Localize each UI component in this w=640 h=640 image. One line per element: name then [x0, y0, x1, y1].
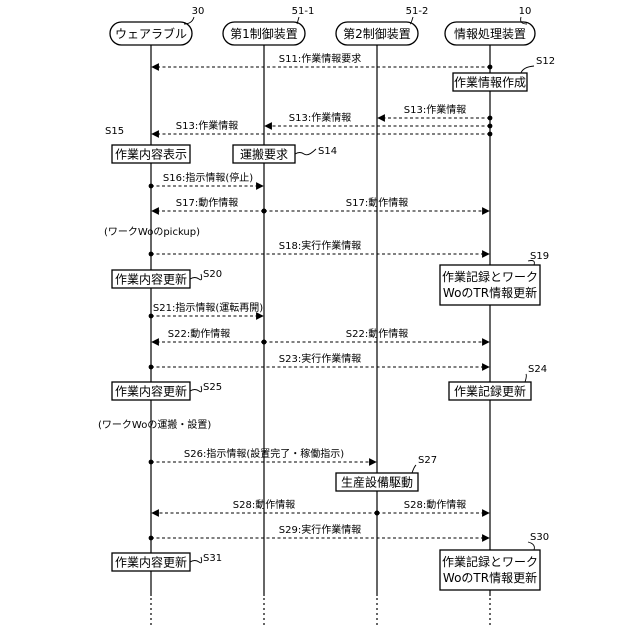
process-label: WoのTR情報更新 [443, 570, 537, 585]
process-label: 作業内容更新 [115, 272, 187, 287]
message-s17a: S17:動作情報 [152, 196, 266, 213]
step-leader [528, 542, 534, 550]
step-number: S31 [203, 553, 222, 564]
step-leader [525, 374, 526, 382]
step-number: S14 [318, 146, 337, 157]
process-label: 作業内容更新 [115, 384, 187, 399]
message-origin-dot [149, 365, 154, 370]
process-box-s19: 作業記録とワークWoのTR情報更新S19 [440, 251, 549, 305]
message-s22a: S22:動作情報 [152, 327, 266, 344]
step-number: S25 [203, 382, 222, 393]
message-label: S17:動作情報 [176, 196, 238, 209]
process-box-s14: 運搬要求 S14 [233, 145, 337, 163]
step-leader [190, 386, 202, 392]
lane-ref-number: 10 [519, 6, 532, 17]
message-label: S18:実行作業情報 [279, 239, 361, 252]
step-leader [295, 149, 316, 155]
message-origin-dot [149, 536, 154, 541]
message-label: S22:動作情報 [168, 327, 230, 340]
step-leader [190, 557, 202, 563]
message-origin-dot [149, 460, 154, 465]
step-leader [412, 465, 416, 473]
message-origin-dot [488, 116, 493, 121]
message-label: S13:作業情報 [404, 103, 466, 116]
message-s21: S21:指示情報(運転再開) [149, 301, 264, 318]
message-origin-dot [488, 132, 493, 137]
step-number: S15 [105, 126, 124, 137]
step-leader [521, 66, 534, 73]
message-label: S11:作業情報要求 [279, 52, 361, 65]
message-s17b: S17:動作情報 [262, 196, 489, 213]
step-leader [190, 274, 202, 280]
message-label: S28:動作情報 [404, 498, 466, 511]
message-label: S21:指示情報(運転再開) [153, 301, 263, 314]
message-label: S13:作業情報 [289, 111, 351, 124]
message-label: S13:作業情報 [176, 119, 238, 132]
message-s23: S23:実行作業情報 [149, 352, 489, 369]
message-origin-dot [488, 124, 493, 129]
message-origin-dot [149, 184, 154, 189]
message-s18: S18:実行作業情報 [149, 239, 489, 256]
message-s26: S26:指示情報(設置完了・稼働指示) [149, 447, 376, 464]
lane-ref-number: 51-1 [292, 6, 315, 17]
process-box-s12: 作業情報作成 S12 [453, 56, 555, 91]
message-label: S26:指示情報(設置完了・稼働指示) [184, 447, 344, 460]
message-s28a: S28:動作情報 [152, 498, 379, 515]
lane-info: 情報処理装置 10 [445, 6, 535, 628]
message-origin-dot [262, 340, 267, 345]
process-label: 作業情報作成 [454, 76, 526, 90]
message-origin-dot [149, 314, 154, 319]
process-box-s20: 作業内容更新 S20 [112, 269, 222, 288]
message-label: S28:動作情報 [233, 498, 295, 511]
message-s28b: S28:動作情報 [375, 498, 489, 515]
step-number: S30 [530, 532, 549, 543]
process-label: 生産設備駆動 [341, 475, 413, 490]
process-label: 作業内容表示 [115, 147, 187, 162]
process-label: 作業記録更新 [454, 384, 526, 399]
process-label: 作業記録とワーク [442, 554, 538, 569]
message-label: S17:動作情報 [346, 196, 408, 209]
message-origin-dot [262, 209, 267, 214]
process-box-s31: 作業内容更新 S31 [112, 553, 222, 571]
process-label: WoのTR情報更新 [443, 285, 537, 300]
message-s13a: S13:作業情報 [378, 103, 492, 120]
message-s29: S29:実行作業情報 [149, 523, 489, 540]
process-box-s25: 作業内容更新 S25 [112, 382, 222, 400]
note-transport: (ワークWoの運搬・設置) [98, 418, 211, 431]
process-box-s30: 作業記録とワークWoのTR情報更新 S30 [440, 532, 549, 590]
message-s16: S16:指示情報(停止) [149, 171, 263, 188]
step-number: S20 [203, 269, 222, 280]
process-box-s24: 作業記録更新S24 [449, 364, 547, 400]
process-label: 作業内容更新 [115, 555, 187, 570]
message-label: S22:動作情報 [346, 327, 408, 340]
step-number: S24 [528, 364, 547, 375]
lane-header-label: 情報処理装置 [454, 27, 526, 41]
lane-wear: ウェアラブル 30 [110, 6, 204, 628]
lane-header-label: ウェアラブル [115, 26, 187, 41]
message-label: S16:指示情報(停止) [163, 171, 253, 184]
lane-ref-number: 30 [192, 6, 205, 17]
step-number: S12 [536, 56, 555, 67]
lane-header-label: 第1制御装置 [230, 26, 298, 41]
message-label: S29:実行作業情報 [279, 523, 361, 536]
message-origin-dot [488, 65, 493, 70]
message-s11: S11:作業情報要求 [152, 52, 492, 69]
process-box-s27: 生産設備駆動 S27 [336, 455, 437, 491]
lane-ref-number: 51-2 [406, 6, 429, 17]
message-origin-dot [149, 252, 154, 257]
note-pickup: (ワークWoのpickup) [104, 226, 200, 238]
process-label: 作業記録とワーク [442, 269, 538, 284]
lane-header-label: 第2制御装置 [343, 26, 411, 41]
message-label: S23:実行作業情報 [279, 352, 361, 365]
message-origin-dot [375, 511, 380, 516]
process-label: 運搬要求 [240, 147, 288, 162]
step-number: S27 [418, 455, 437, 466]
message-s22b: S22:動作情報 [262, 327, 489, 344]
